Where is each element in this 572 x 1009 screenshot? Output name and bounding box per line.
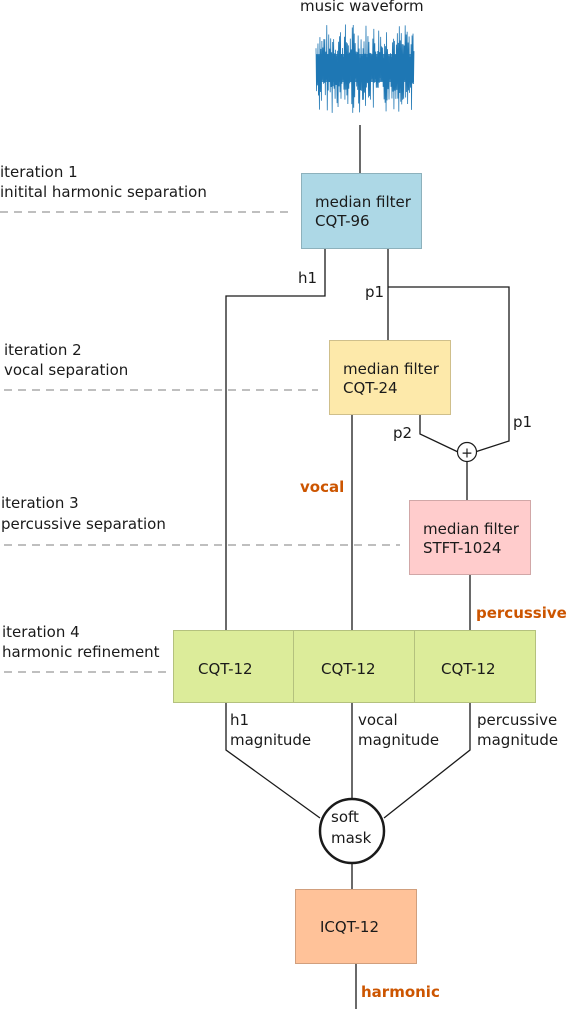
- edge-label-perc-magnitude-2: magnitude: [477, 731, 559, 749]
- edge-p2: [419, 415, 459, 453]
- cqt12-box-harmonic: CQT-12: [173, 630, 294, 703]
- icqt12-box: ICQT-12: [295, 889, 417, 964]
- sum-node: [456, 441, 478, 463]
- softmask-line1: soft: [331, 808, 359, 826]
- edge-label-p1-b: p1: [513, 413, 533, 431]
- edge-label-h1-magnitude-1: h1: [230, 711, 250, 729]
- edge-label-perc-magnitude-1: percussive: [477, 711, 558, 729]
- iteration-1-number: iteration 1: [0, 163, 78, 181]
- sum-symbol: +: [461, 446, 473, 462]
- edge-label-harmonic: harmonic: [361, 983, 440, 1001]
- cqt12-label-percussive: CQT-12: [441, 660, 496, 678]
- stft1024-line2: STFT-1024: [423, 539, 502, 557]
- waveform-core: [316, 54, 414, 82]
- median-filter-cqt24-box: median filter CQT-24: [329, 340, 451, 415]
- edge-label-percussive: percussive: [476, 604, 567, 622]
- connections: [225, 125, 510, 1009]
- iteration-separators: [0, 211, 400, 673]
- edge-label-vocal-magnitude-2: magnitude: [358, 731, 440, 749]
- cqt96-line1: median filter: [315, 193, 411, 211]
- waveform-graphic: [315, 24, 415, 113]
- edge-h1-magnitude: [225, 703, 321, 819]
- edge-label-vocal-magnitude-1: vocal: [358, 711, 398, 729]
- iteration-1-name: initital harmonic separation: [0, 183, 207, 201]
- cqt12-label-harmonic: CQT-12: [198, 660, 253, 678]
- iteration-3-name: percussive separation: [1, 515, 166, 533]
- edge-h1: [225, 249, 326, 630]
- edge-p1-bypass: [388, 286, 510, 453]
- input-label: music waveform: [300, 0, 424, 15]
- iteration-4-name: harmonic refinement: [2, 643, 160, 661]
- cqt12-box-vocal: CQT-12: [293, 630, 415, 703]
- edge-label-h1-magnitude-2: magnitude: [230, 731, 312, 749]
- edge-perc-magnitude: [383, 703, 471, 819]
- iteration-3-number: iteration 3: [1, 494, 79, 512]
- softmask-line2: mask: [331, 829, 372, 847]
- stft1024-line1: median filter: [423, 520, 519, 538]
- soft-mask-node: [318, 797, 386, 865]
- edge-label-p2: p2: [393, 424, 413, 442]
- edge-label-p1-a: p1: [365, 283, 385, 301]
- iteration-2-name: vocal separation: [4, 361, 129, 379]
- edge-label-vocal: vocal: [300, 478, 345, 496]
- iteration-4-number: iteration 4: [2, 623, 80, 641]
- icqt12-label: ICQT-12: [320, 918, 379, 936]
- median-filter-cqt96-box: median filter CQT-96: [301, 173, 422, 249]
- cqt24-line1: median filter: [343, 360, 439, 378]
- iteration-2-number: iteration 2: [4, 341, 82, 359]
- cqt12-label-vocal: CQT-12: [321, 660, 376, 678]
- median-filter-stft1024-box: median filter STFT-1024: [409, 500, 531, 575]
- cqt12-box-percussive: CQT-12: [414, 630, 536, 703]
- cqt24-line2: CQT-24: [343, 379, 398, 397]
- edge-label-h1: h1: [298, 269, 318, 287]
- cqt96-line2: CQT-96: [315, 212, 370, 230]
